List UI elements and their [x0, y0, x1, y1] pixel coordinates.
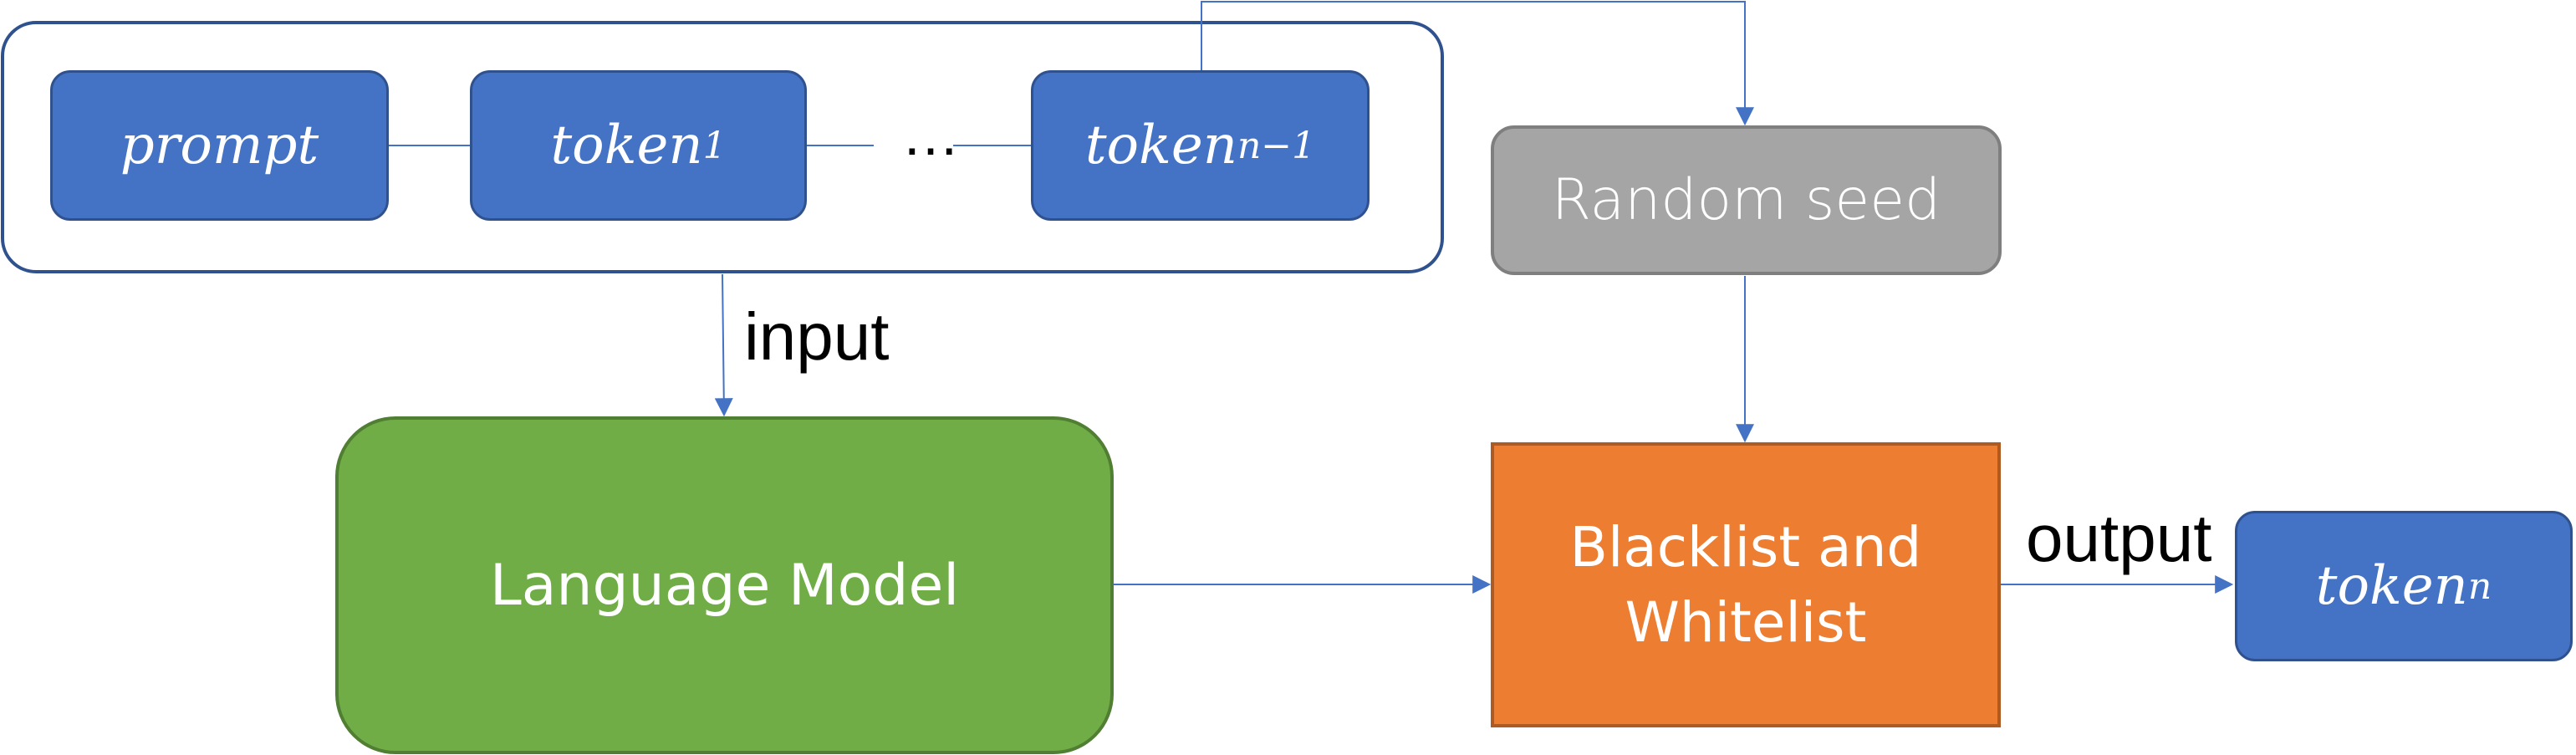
token-1-label: token	[550, 115, 703, 176]
random-seed-label: Random seed	[1551, 167, 1941, 233]
prompt-token-box: prompt	[50, 70, 389, 221]
language-model-label: Language Model	[489, 552, 960, 619]
language-model-box	[335, 416, 1114, 754]
output-edge-label: output	[2026, 501, 2212, 575]
prompt-token-label: prompt	[120, 115, 319, 176]
output-token-subscript: n	[2467, 564, 2492, 608]
blacklist-whitelist-line-2: Whitelist	[1625, 589, 1867, 655]
random-seed-box	[1491, 125, 2002, 275]
blacklist-whitelist-line-1: Blacklist and	[1569, 515, 1922, 580]
token-n-minus-1-label: token	[1084, 115, 1237, 176]
blacklist-whitelist-label: Blacklist and Whitelist	[1492, 444, 1999, 726]
blacklist-whitelist-box	[1491, 442, 2001, 727]
input-edge-label: input	[744, 299, 890, 374]
output-token-label: token	[2315, 555, 2468, 617]
arrow-context-to-seed	[1201, 1, 1754, 126]
token-1-subscript: 1	[702, 124, 727, 167]
ellipsis: …	[901, 102, 960, 167]
arrow-input	[714, 273, 733, 417]
token-n-minus-1-subscript: n−1	[1237, 124, 1316, 167]
